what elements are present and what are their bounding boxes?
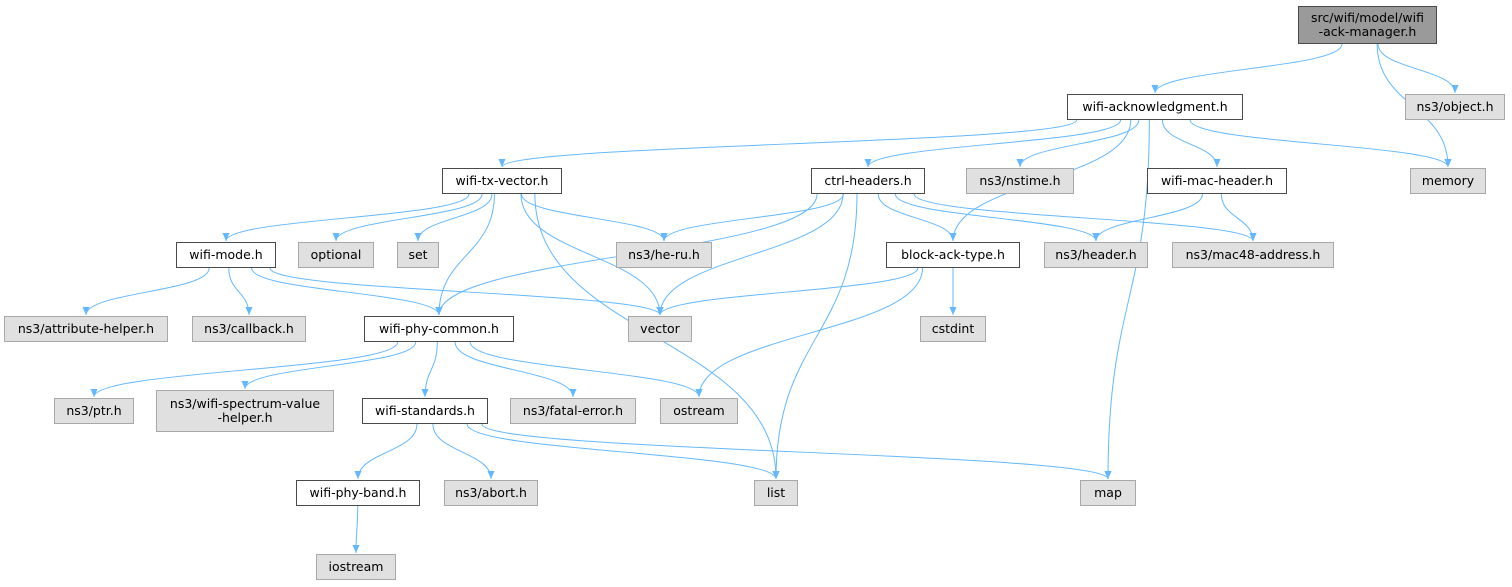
edge-phyc-to-ptr (90, 341, 399, 398)
node-header: ns3/header.h (1044, 242, 1148, 268)
edge-phyc-to-ostream (469, 341, 703, 398)
node-attr: ns3/attribute-helper.h (4, 316, 168, 342)
node-iostream: iostream (316, 554, 396, 580)
node-mac48: ns3/mac48-address.h (1172, 242, 1334, 268)
edge-txv-to-optional (332, 193, 483, 242)
node-bat[interactable]: block-ack-type.h (886, 242, 1020, 268)
node-std[interactable]: wifi-standards.h (362, 398, 488, 424)
node-memory: memory (1410, 168, 1486, 194)
edge-ack-to-memory (1189, 119, 1452, 168)
edge-mode-to-vector (269, 267, 664, 316)
edge-band-to-iostream (352, 505, 360, 554)
node-root: src/wifi/model/wifi -ack-manager.h (1298, 6, 1437, 44)
edge-bat-to-ostream (695, 267, 924, 398)
node-map: map (1080, 480, 1136, 506)
edge-phyc-to-spec (241, 341, 417, 390)
node-ptr: ns3/ptr.h (54, 398, 134, 424)
edge-ack-to-ctrl (864, 119, 1122, 168)
node-ostream: ostream (660, 398, 738, 424)
node-txv[interactable]: wifi-tx-vector.h (442, 168, 562, 194)
edge-txv-to-heru (520, 193, 668, 242)
edge-ctrl-to-list (772, 193, 858, 480)
node-fatal: ns3/fatal-error.h (510, 398, 636, 424)
node-spec: ns3/wifi-spectrum-value -helper.h (156, 390, 334, 432)
edge-ack-to-txv (498, 119, 1078, 168)
edge-ack-to-nstime (1016, 119, 1140, 168)
node-nstime: ns3/nstime.h (966, 168, 1074, 194)
node-mach[interactable]: wifi-mac-header.h (1147, 168, 1287, 194)
edge-ctrl-to-bat (877, 193, 957, 242)
node-list: list (754, 480, 798, 506)
edge-bat-to-vector (656, 267, 919, 316)
edge-root-to-object (1377, 43, 1459, 94)
edge-mode-to-cb (228, 267, 253, 316)
edge-txv-to-vector (520, 193, 664, 316)
edge-std-to-band (354, 423, 418, 480)
edge-ctrl-to-mac48 (913, 193, 1257, 242)
edge-std-to-abort (432, 423, 495, 480)
node-ack[interactable]: wifi-acknowledgment.h (1067, 94, 1243, 120)
node-phyc[interactable]: wifi-phy-common.h (364, 316, 514, 342)
edge-std-to-list (466, 423, 780, 480)
node-cstdint: cstdint (920, 316, 986, 342)
node-object: ns3/object.h (1405, 94, 1505, 120)
edges-layer (82, 43, 1459, 554)
node-optional: optional (298, 242, 374, 268)
edge-mach-to-mac48 (1220, 193, 1257, 242)
edge-phyc-to-fatal (454, 341, 577, 398)
edge-root-to-ack (1151, 43, 1343, 94)
node-set: set (397, 242, 439, 268)
node-cb: ns3/callback.h (192, 316, 306, 342)
edge-ctrl-to-header (894, 193, 1100, 242)
edge-mode-to-attr (82, 267, 210, 316)
node-band[interactable]: wifi-phy-band.h (296, 480, 420, 506)
edge-txv-to-mode (222, 193, 470, 242)
edge-ack-to-mach (1161, 119, 1221, 168)
edge-txv-to-phyc (435, 193, 495, 316)
node-mode[interactable]: wifi-mode.h (176, 242, 276, 268)
node-abort: ns3/abort.h (444, 480, 538, 506)
edge-ctrl-to-vector (656, 193, 844, 316)
node-heru: ns3/he-ru.h (616, 242, 712, 268)
edge-mode-to-phyc (251, 267, 443, 316)
node-vector: vector (628, 316, 692, 342)
edge-txv-to-set (414, 193, 493, 242)
edge-std-to-map (481, 423, 1112, 480)
edge-mach-to-header (1092, 193, 1203, 242)
edge-phyc-to-std (421, 341, 438, 398)
edge-ctrl-to-heru (660, 193, 845, 242)
node-ctrl[interactable]: ctrl-headers.h (811, 168, 925, 194)
